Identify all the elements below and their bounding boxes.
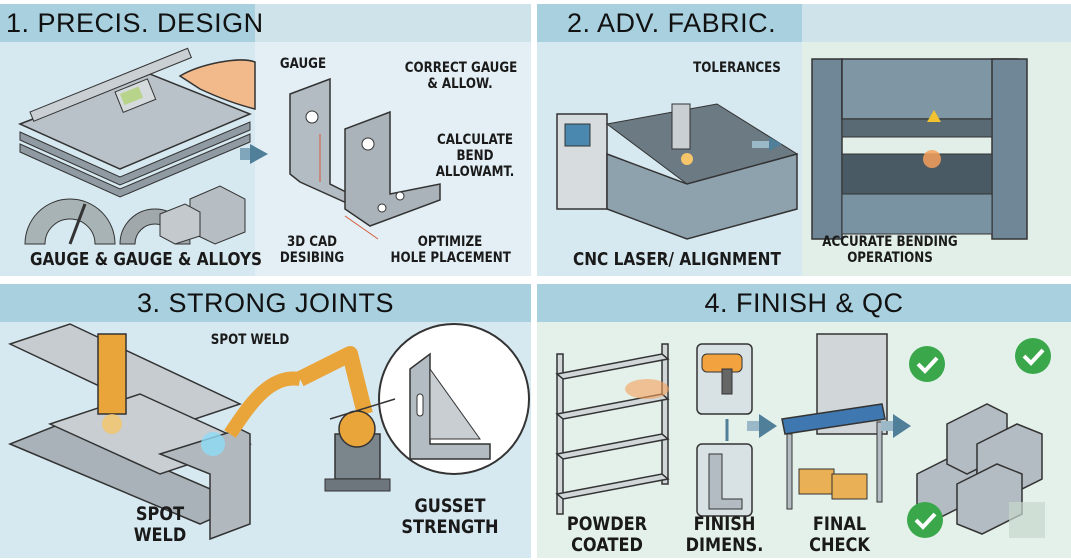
- welding-illustration: [7, 323, 530, 541]
- label-correct-gauge: CORRECT GAUGE & ALLOW.: [404, 60, 518, 92]
- label-cnc-laser: CNC LASER/ ALIGNMENT: [573, 249, 781, 270]
- panel-title: 2. ADV. FABRIC.: [567, 8, 777, 38]
- label-3d-cad: 3D CAD DESIBING: [279, 234, 345, 266]
- label-accurate-bending: ACCURATE BENDING OPERATIONS: [822, 234, 958, 266]
- panel-header: 1. PRECIS. DESIGN: [0, 4, 531, 42]
- label-spot-weld-bottom: SPOT WELD: [133, 503, 187, 546]
- cnc-laser-press-brake-illustration: [556, 58, 1028, 240]
- label-finish-dimens: FINISH DIMENS.: [685, 513, 764, 556]
- watermark-tile: [1009, 502, 1045, 538]
- caliper-sheets-illustration: [18, 47, 441, 245]
- label-gusset-strength: GUSSET STRENGTH: [401, 495, 499, 538]
- finishing-qc-illustration: [555, 333, 1051, 538]
- label-gauge: GAUGE: [279, 56, 327, 72]
- label-optimize-holes: OPTIMIZE HOLE PLACEMENT: [390, 234, 511, 266]
- panel-title: 4. FINISH & QC: [704, 288, 904, 318]
- label-final-check: FINAL CHECK: [809, 513, 870, 556]
- panel-title: 1. PRECIS. DESIGN: [6, 8, 264, 38]
- panel-header: 4. FINISH & QC: [537, 284, 1071, 322]
- label-gauge-alloys: GAUGE & GAUGE & ALLOYS: [30, 249, 263, 270]
- panel-header: 2. ADV. FABRIC.: [537, 4, 1071, 42]
- label-tolerances: TOLERANCES: [693, 60, 781, 76]
- panel-strong-joints: 3. STRONG JOINTS SPOT WELD SPOT WELD GUS…: [0, 284, 531, 558]
- panel-header: 3. STRONG JOINTS: [0, 284, 531, 322]
- panel-finish-qc: 4. FINISH & QC: [537, 284, 1071, 558]
- label-powder-coated: POWDER COATED: [566, 513, 648, 556]
- label-spot-weld-top: SPOT WELD: [210, 332, 290, 348]
- panel-precision-design: 1. PRECIS. DESIGN GAUGE & GAUGE & ALLOYS…: [0, 4, 531, 276]
- label-calculate-bend: CALCULATE BEND ALLOWAMT.: [435, 132, 515, 180]
- panel-advanced-fabrication: 2. ADV. FABRIC. TOLERANCES CNC LASER/ AL…: [537, 4, 1071, 276]
- panel-title: 3. STRONG JOINTS: [136, 288, 395, 318]
